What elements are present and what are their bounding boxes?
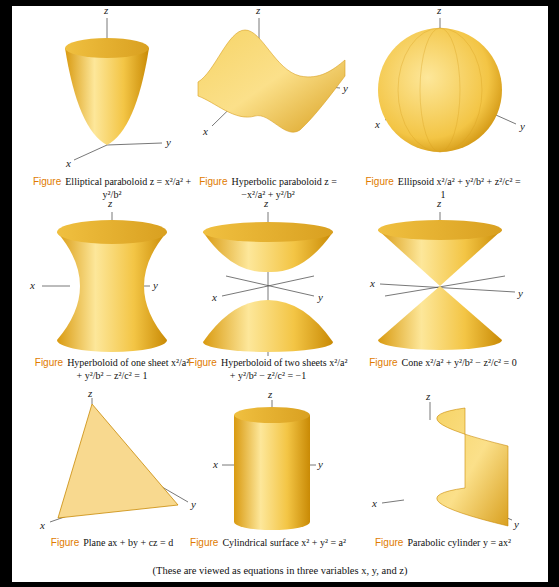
axis-label: z [104,5,108,16]
figure-tag: Figure [189,357,217,368]
surface-name: Cone x²/a² + y²/b² − z²/c² = 0 [402,357,517,368]
figure-tag: Figure [375,537,403,548]
figure-caption: Figure Hyperboloid of two sheets x²/a² + … [188,357,348,382]
axis-label: z [426,391,430,402]
figure-caption: Figure Ellipsoid x²/a² + y²/b² + z²/c² = … [363,176,523,201]
figure-tag: Figure [190,537,218,548]
surface-name: Plane ax + by + cz = d [83,537,173,548]
surface-name: Hyperboloid of one sheet x²/a² + y²/b² −… [67,357,189,381]
surface-name: Elliptical paraboloid z = x²/a² + y²/b² [65,176,191,200]
axis-label: y [153,280,158,291]
axis-label: y [518,288,523,299]
figure-caption: Figure Parabolic cylinder y = ax² [363,537,523,550]
figure-tag: Figure [35,357,63,368]
axis-label: x [375,119,380,130]
axis-label: y [318,292,323,303]
axis-label: z [268,389,272,400]
axis-label: y [166,137,171,148]
axis-label: y [514,519,519,530]
axis-label: x [370,278,375,289]
axis-label: z [437,198,441,209]
bottom-caption: (These are viewed as equations in three … [12,565,548,576]
axis-label: x [203,126,208,137]
figure-tag: Figure [199,176,227,187]
figure-caption: Figure Cone x²/a² + y²/b² − z²/c² = 0 [363,357,523,370]
axis-label: y [191,499,196,510]
axis-label: x [212,292,217,303]
axis-label: z [108,198,112,209]
figure-tag: Figure [33,176,61,187]
axis-label: x [372,498,377,509]
axis-label: z [88,388,92,399]
axis-label: z [264,198,268,209]
surface-name: Hyperboloid of two sheets x²/a² + y²/b² … [221,357,348,381]
figure-tag: Figure [365,176,393,187]
surface-name: Cylindrical surface x² + y² = a² [222,537,346,548]
surface-name: Hyperbolic paraboloid z = −x²/a² + y²/b² [232,176,337,200]
axis-label: y [318,459,323,470]
figure-tag: Figure [51,537,79,548]
surface-name: Ellipsoid x²/a² + y²/b² + z²/c² = 1 [398,176,521,200]
axis-label: y [520,121,525,132]
axis-label: x [213,459,218,470]
figure-caption: Figure Hyperboloid of one sheet x²/a² + y… [32,357,192,382]
axis-label: x [30,280,35,291]
axis-label: y [343,83,348,94]
axis-label: z [437,5,441,16]
axis-label: z [256,5,260,16]
figure-tag: Figure [369,357,397,368]
surface-name: Parabolic cylinder y = ax² [407,537,511,548]
figure-caption: Figure Plane ax + by + cz = d [32,537,192,550]
figure-caption: Figure Cylindrical surface x² + y² = a² [188,537,348,550]
axis-label: x [40,520,45,531]
axis-label: x [66,158,71,169]
